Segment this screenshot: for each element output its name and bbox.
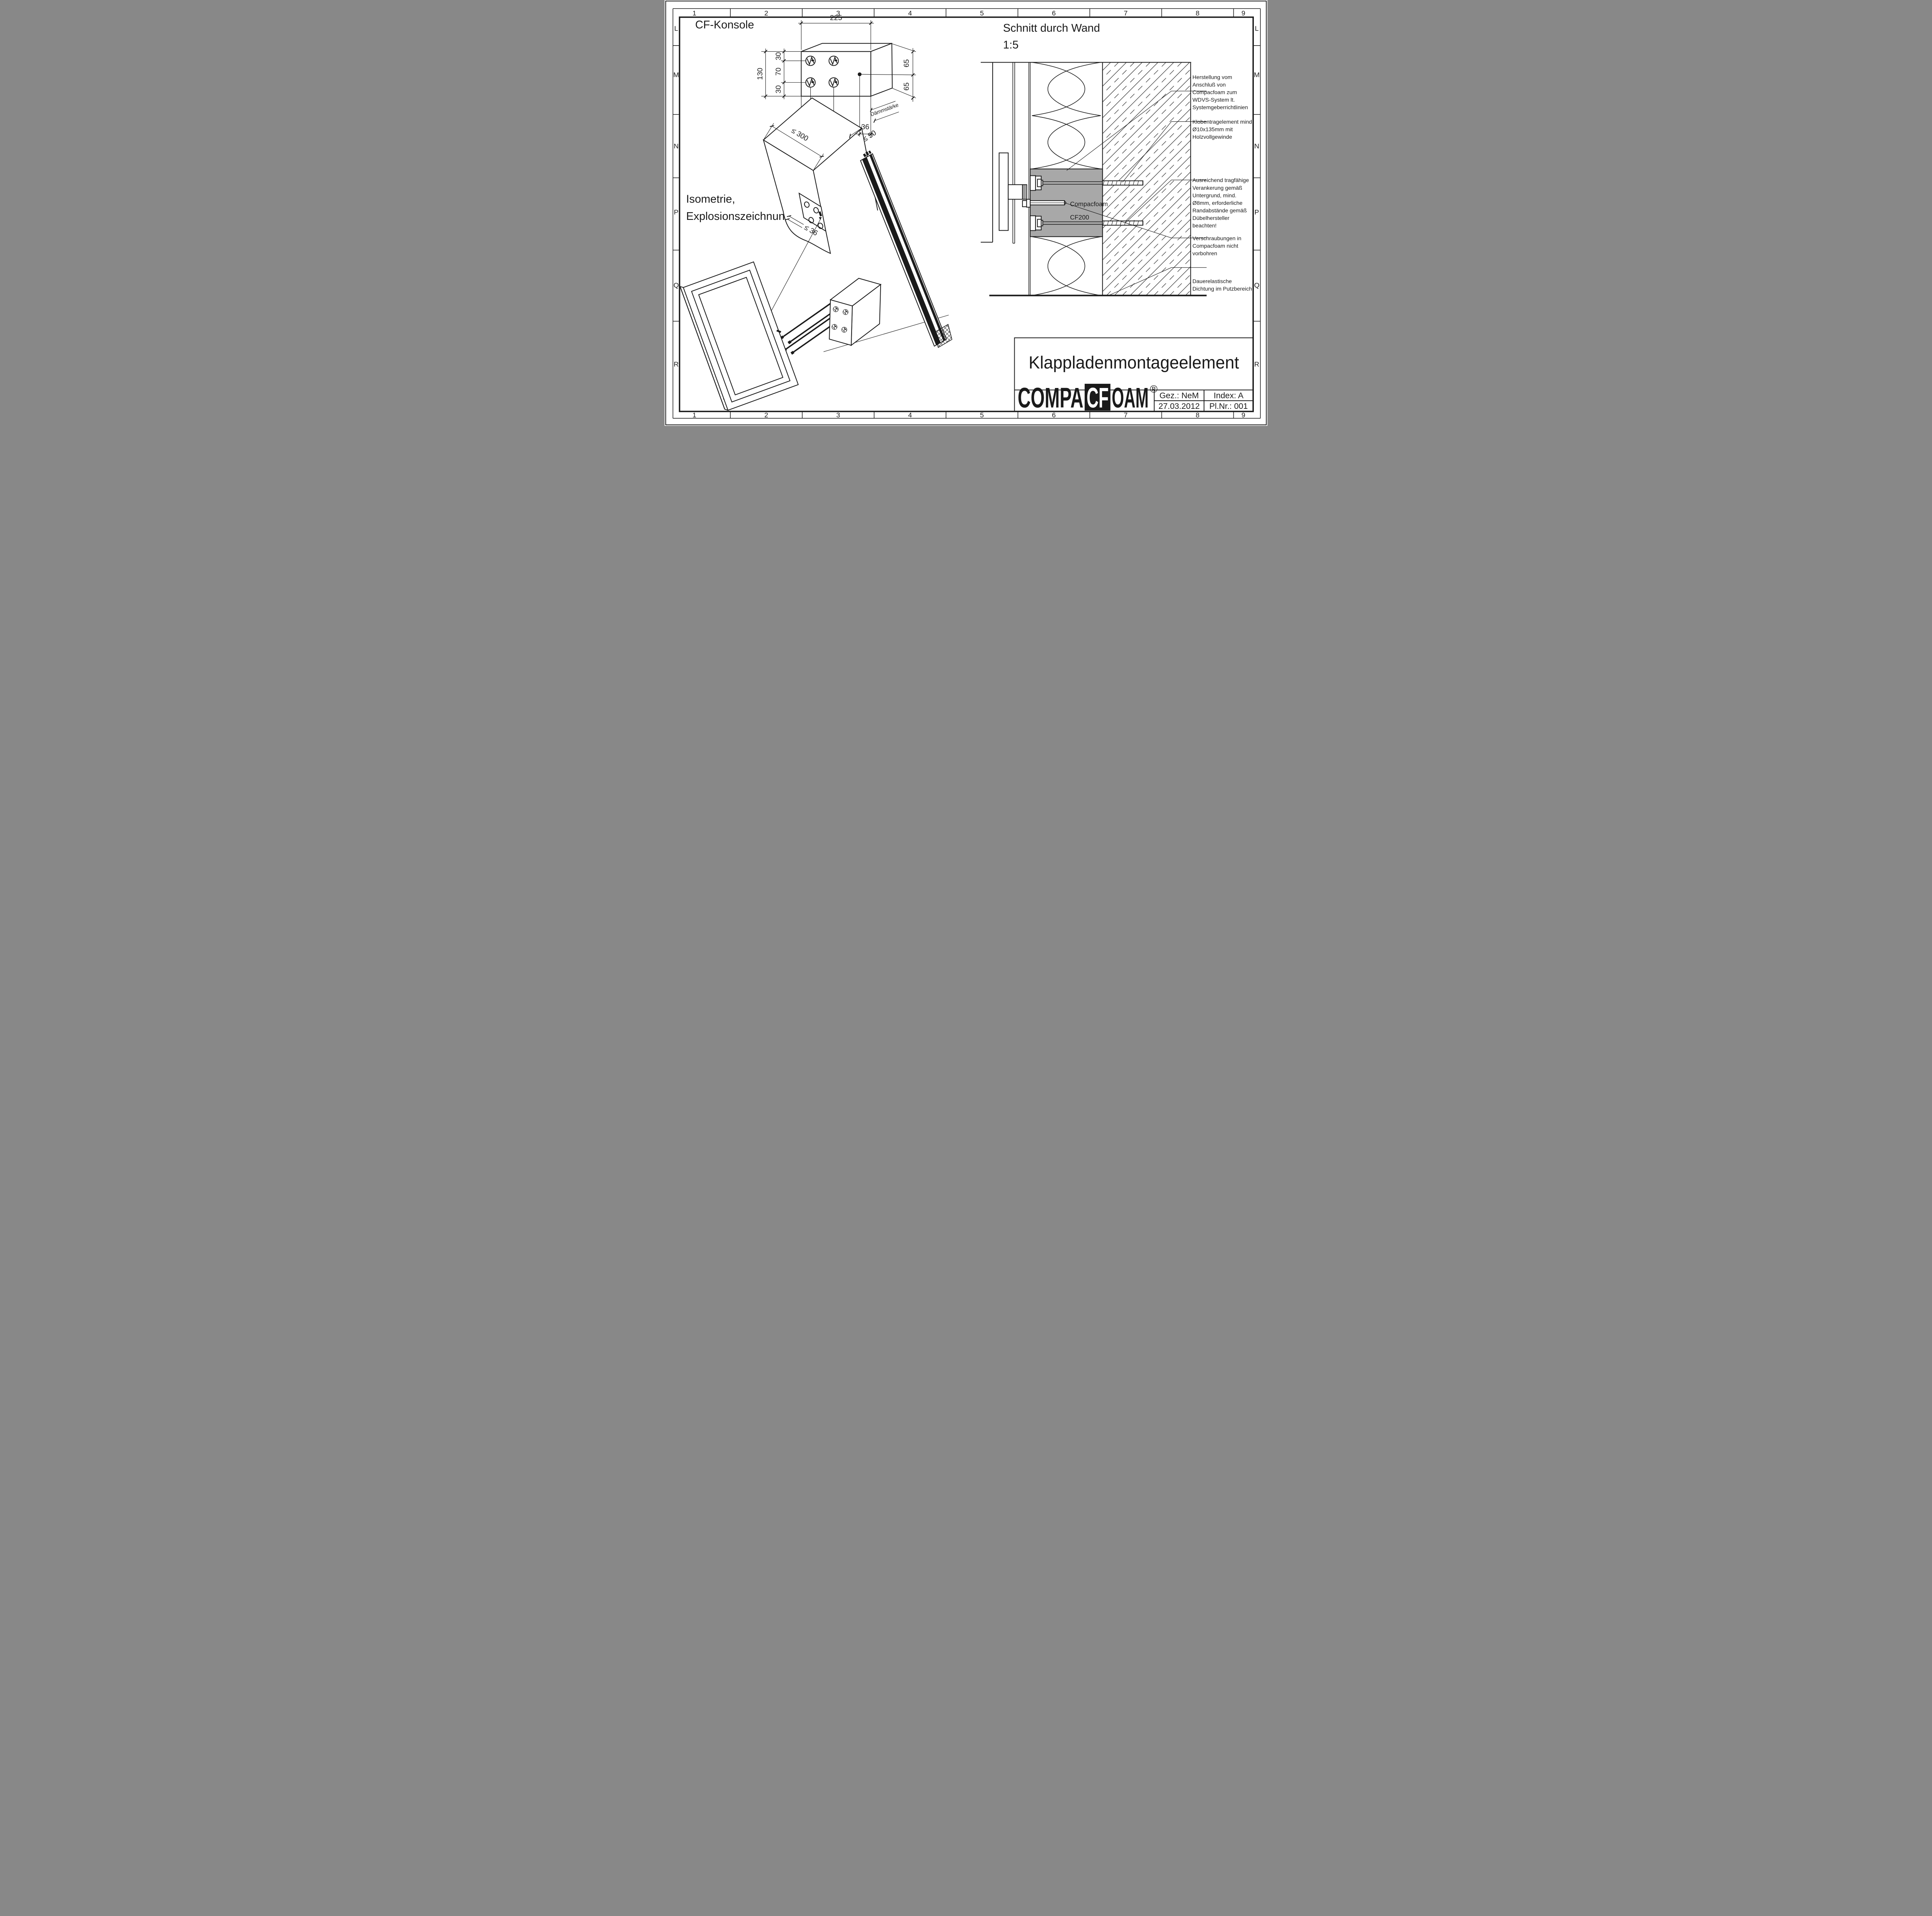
isometric-view: ≤ 300 ≤ 50 ≤ 36 [679,97,952,411]
grid-row-label: N [1254,142,1259,150]
grid-col-label: 3 [836,9,840,17]
console-drawing: 225 130 30 70 30 30 75 84 36 65 65 Dämms… [756,14,916,137]
annotation-leaders [1065,91,1207,295]
grid-row-label: M [1254,71,1260,79]
grid-row-label: P [674,208,679,216]
console-small-hole [857,72,862,77]
grid-col-label: 7 [1124,9,1128,17]
wall-column [763,97,878,254]
logo-part1: COMPA [1018,382,1083,414]
console-hole [805,77,816,88]
grid-row-label: Q [1254,281,1260,289]
console-extension-lines [761,20,916,137]
console-hole [828,56,839,66]
grid-column-labels-top: 1 2 3 4 5 6 7 8 9 [692,9,1245,17]
grid-col-label: 2 [764,411,768,419]
drawing-title: Klappladenmontageelement [1029,353,1239,373]
grid-row-labels-right: L M N P Q R [1254,25,1260,368]
index-cell: Index: A [1214,391,1244,400]
grid-col-label: 2 [764,9,768,17]
dim-col: 36 [861,123,869,131]
grid-row-label: L [674,25,678,32]
grid-col-label: 6 [1052,9,1056,17]
grid-row-label: Q [673,281,679,289]
isometric-heading-line1: Isometrie, [686,193,735,206]
grid-row-labels-left: L M N P Q R [673,25,679,368]
console-box-iso [829,278,882,346]
section-scale: 1:5 [1003,39,1019,51]
rail-profile [860,150,952,348]
cf200-label-line1: Compacfoam [1070,201,1108,208]
insulation-hatch [1032,62,1101,296]
grid-col-label: 7 [1124,411,1128,419]
dim-height: 130 [756,68,764,80]
dim-side: 65 [903,82,911,90]
grid-col-label: 6 [1052,411,1056,419]
grid-row-label: M [673,71,679,79]
wall-section: Compacfoam CF200 [981,62,1207,296]
cf200-label-line2: CF200 [1070,214,1089,221]
grid-row-label: N [674,142,679,150]
kloben-bracket [998,152,1027,231]
hinge-socket [776,330,781,333]
registered-mark: ® [1150,383,1158,395]
dim-row: 30 [775,52,783,60]
grid-row-label: L [1255,25,1259,32]
logo-cf-box [1085,384,1111,411]
sheet-frame: 1 2 3 4 5 6 7 8 9 1 2 3 4 5 6 7 8 9 L M … [665,0,1267,425]
title-block: Klappladenmontageelement COMPA CF OAM ® … [1014,337,1254,414]
rail-end-section [934,324,952,348]
grid-col-label: 8 [1196,411,1199,419]
grid-col-label: 4 [908,411,912,419]
drawing-sheet: 1 2 3 4 5 6 7 8 9 1 2 3 4 5 6 7 8 9 L M … [665,0,1267,426]
grid-col-label: 9 [1242,411,1245,419]
date-cell: 27.03.2012 [1158,402,1200,411]
console-heading: CF-Konsole [695,19,754,31]
grid-col-label: 4 [908,9,912,17]
logo-part2: CF [1087,382,1109,414]
grid-col-label: 5 [980,411,984,419]
grid-col-label: 3 [836,411,840,419]
dim-width: 225 [830,14,842,22]
dim-row: 30 [775,85,783,94]
console-hole [828,77,839,88]
grid-column-labels-bottom: 1 2 3 4 5 6 7 8 9 [692,411,1245,419]
dim-row: 70 [775,68,783,76]
logo-part3: OAM [1112,382,1149,414]
dim-side: 65 [903,59,911,67]
grid-col-label: 5 [980,9,984,17]
grid-row-label: P [1255,208,1259,216]
middle-screw [1026,199,1067,208]
isometric-heading-line2: Explosionszeichnung [686,210,791,223]
grid-col-label: 1 [692,411,696,419]
console-hole [805,56,816,66]
section-heading: Schnitt durch Wand [1003,22,1100,34]
drawn-by-cell: Gez.: NeM [1160,391,1199,400]
dim-depth-label: Dämmstärke [870,102,900,117]
compacfoam-logo: COMPA CF OAM ® [1018,382,1158,414]
masonry-hatch [1102,62,1191,296]
shutter-panel [679,261,799,411]
grid-row-label: R [1254,361,1259,368]
grid-col-label: 9 [1242,9,1245,17]
grid-col-label: 8 [1196,9,1199,17]
grid-row-label: R [674,361,679,368]
grid-column-ticks [730,9,1234,419]
plan-number-cell: Pl.Nr.: 001 [1209,402,1248,411]
plan-canvas: 1 2 3 4 5 6 7 8 9 1 2 3 4 5 6 7 8 9 L M … [665,0,1267,425]
grid-col-label: 1 [692,9,696,17]
grid-row-ticks [673,45,1260,322]
